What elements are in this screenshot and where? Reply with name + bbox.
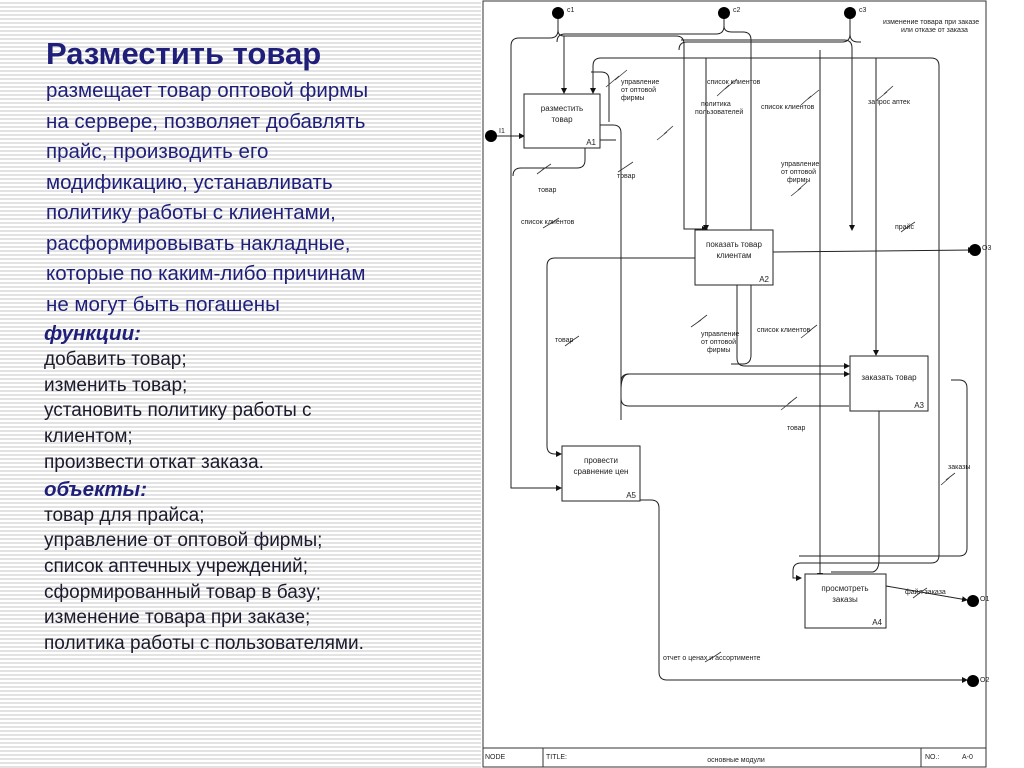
- arrow-label: управление: [701, 331, 739, 338]
- description: размещает товар оптовой фирмы на сервере…: [44, 76, 474, 320]
- functions-list: добавить товар; изменить товар; установи…: [44, 347, 474, 476]
- port-o2-label: O2: [980, 677, 989, 684]
- footer-no-label: NO.:: [925, 754, 939, 761]
- box-a4: просмотреть заказы A4: [804, 573, 887, 629]
- box-a4-line: заказы: [832, 595, 858, 604]
- arrow-label: от оптовой: [781, 168, 816, 176]
- port-c2-label: c2: [733, 7, 741, 14]
- description-line: политику работы с клиентами,: [46, 201, 336, 224]
- arrow-label: пользователей: [695, 108, 743, 116]
- box-a1-line: товар: [551, 115, 573, 124]
- arrow-label: фирмы: [707, 347, 730, 354]
- arrow-label: запрос аптек: [868, 99, 911, 106]
- description-line: модификацию, устанавливать: [46, 170, 333, 194]
- description-line: не могут быть погашены: [46, 292, 280, 316]
- function-item: клиентом;: [44, 426, 133, 448]
- box-a5-line: сравнение цен: [574, 467, 629, 476]
- box-a1: разместить товар A1: [523, 93, 601, 149]
- idef0-diagram: разместить товар A1 показать товар клиен…: [481, 0, 1024, 768]
- arrow-label: фирмы: [787, 177, 810, 184]
- arrow-label: или отказе от заказа: [901, 27, 968, 34]
- arrow-label: список клиентов: [761, 104, 815, 111]
- box-a1-id: A1: [586, 138, 596, 147]
- box-a5-id: A5: [626, 491, 636, 500]
- box-a2: показать товар клиентам A2: [694, 229, 774, 286]
- box-a3: заказать товар A3: [849, 355, 929, 412]
- footer-node-label: NODE: [485, 754, 506, 761]
- port-c3-label: c3: [859, 7, 867, 14]
- arrow-label: список клиентов: [707, 79, 761, 86]
- arrow-label: прайс: [895, 223, 914, 231]
- box-a4-id: A4: [872, 618, 882, 627]
- objects-list: товар для прайса; управление от оптовой …: [44, 503, 474, 657]
- arrow-label: товар: [538, 187, 557, 194]
- description-line: размещает товар оптовой фирмы: [46, 79, 369, 102]
- arrow-label: политика: [701, 101, 731, 108]
- object-item: управление от оптовой фирмы;: [44, 530, 323, 552]
- callout-squiggles: [536, 69, 956, 663]
- function-item: изменить товар;: [44, 374, 188, 396]
- text-panel: Разместить товар размещает товар оптовой…: [44, 36, 474, 657]
- objects-heading: объекты:: [44, 477, 148, 501]
- arrow-label: товар: [617, 173, 636, 180]
- arrow-label: фирмы: [621, 95, 644, 102]
- box-a2-id: A2: [759, 275, 769, 284]
- function-item: добавить товар;: [44, 349, 187, 370]
- box-a5: провести сравнение цен A5: [561, 445, 641, 502]
- box-a2-line: клиентам: [716, 251, 751, 260]
- box-a2-line: показать товар: [706, 240, 762, 249]
- arrow-label: от оптовой: [701, 338, 736, 346]
- functions-heading: функции:: [44, 322, 141, 345]
- description-line: на сервере, позволяет добавлять: [46, 109, 366, 133]
- diagram-canvas: разместить товар A1 показать товар клиен…: [482, 0, 991, 768]
- box-a4-line: просмотреть: [821, 584, 868, 593]
- box-a1-line: разместить: [541, 104, 583, 113]
- footer-title-label: TITLE:: [546, 754, 567, 761]
- arrow-label: отчет о ценах и ассортименте: [663, 655, 761, 662]
- arrow-labels: управление от оптовой фирмы список клиен…: [521, 19, 979, 662]
- arrow-label: товар: [555, 337, 574, 344]
- arrow-label: управление: [781, 161, 819, 168]
- object-item: политика работы с пользователями.: [44, 633, 364, 655]
- object-item: изменение товара при заказе;: [44, 607, 311, 629]
- footer-no-value: A-0: [962, 754, 973, 761]
- arrow-label: от оптовой: [621, 86, 656, 94]
- arrow-label: список клиентов: [757, 327, 811, 334]
- function-item: произвести откат заказа.: [44, 451, 264, 473]
- diagram-footer: NODE TITLE: основные модули NO.: A-0: [482, 747, 987, 768]
- arrow-label: файл заказа: [905, 588, 946, 596]
- port-dots: c1 c2 c3 I1 O3 O1 O2: [485, 7, 991, 687]
- arrow-label: товар: [787, 425, 806, 432]
- port-o1-label: O1: [980, 596, 989, 603]
- arrow-label: список клиентов: [521, 219, 575, 226]
- port-c1-label: c1: [567, 7, 575, 14]
- box-a3-id: A3: [914, 401, 924, 410]
- box-a3-line: заказать товар: [861, 373, 917, 382]
- slide-title: Разместить товар: [46, 36, 322, 71]
- description-line: расформировывать накладные,: [46, 231, 351, 255]
- object-item: сформированный товар в базу;: [44, 581, 321, 603]
- function-item: установить политику работы с: [44, 400, 312, 422]
- arrow-label: изменение товара при заказе: [883, 19, 979, 26]
- description-line: прайс, производить его: [46, 140, 269, 163]
- object-item: товар для прайса;: [44, 504, 205, 526]
- arrow-label: управление: [621, 79, 659, 86]
- port-o3-label: O3: [982, 245, 991, 252]
- arrow-label: заказы: [948, 464, 970, 471]
- port-i1-label: I1: [499, 128, 505, 135]
- object-item: список аптечных учреждений;: [44, 555, 309, 577]
- footer-title-value: основные модули: [707, 757, 765, 764]
- box-a5-line: провести: [584, 456, 618, 465]
- description-line: которые по каким-либо причинам: [46, 262, 366, 285]
